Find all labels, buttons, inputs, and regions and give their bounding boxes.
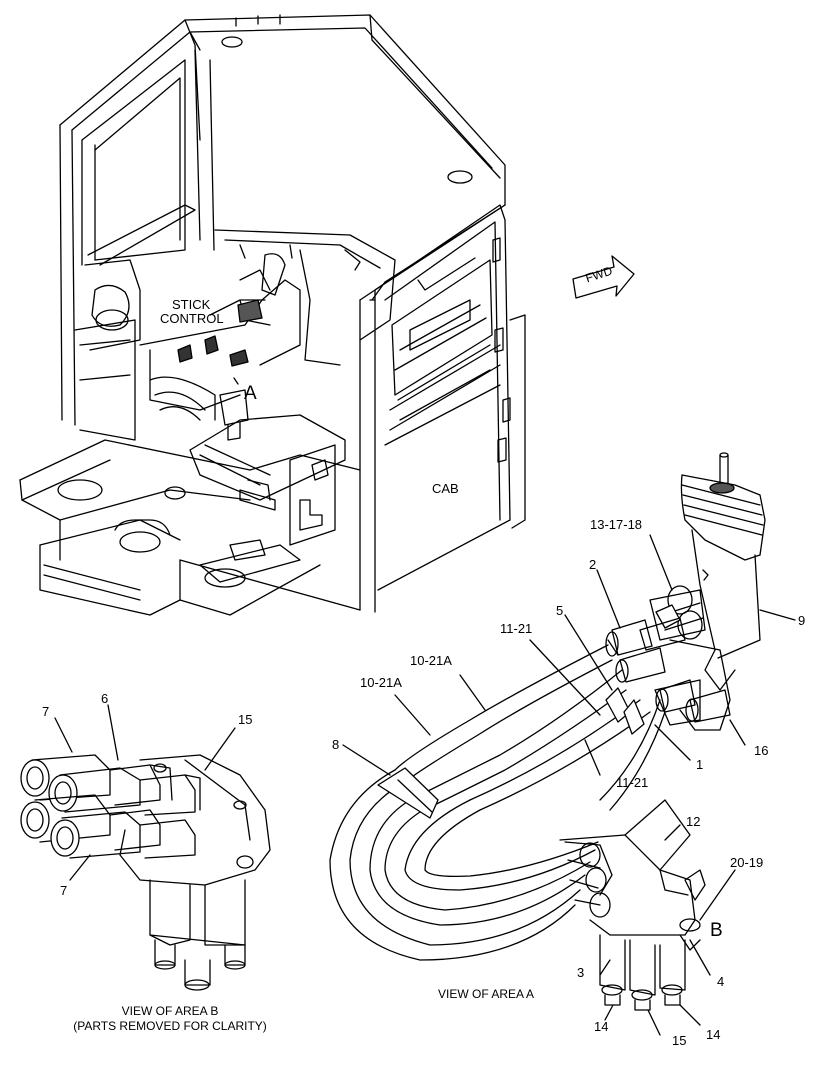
- caption-view-area-b: VIEW OF AREA B (PARTS REMOVED FOR CLARIT…: [40, 1004, 300, 1034]
- callout-7-top: 7: [42, 704, 50, 719]
- callout-5: 5: [556, 603, 564, 618]
- callout-9: 9: [798, 613, 806, 628]
- callout-14-right: 14: [706, 1027, 721, 1042]
- callout-14-left: 14: [594, 1019, 609, 1034]
- area-b-illustration: [20, 704, 271, 991]
- label-area-b: B: [710, 920, 723, 941]
- caption-view-area-b-line1: VIEW OF AREA B: [121, 1004, 219, 1018]
- callout-12: 12: [686, 814, 701, 829]
- callout-15-left: 15: [238, 712, 253, 727]
- label-control: CONTROL: [160, 311, 224, 326]
- fwd-arrow-icon: [572, 255, 635, 299]
- callout-11-21-top: 11-21: [500, 621, 533, 636]
- callout-10-21a-lower: 10-21A: [360, 675, 402, 690]
- callout-4: 4: [717, 974, 725, 989]
- callout-16: 16: [754, 743, 769, 758]
- callout-8: 8: [332, 737, 340, 752]
- caption-view-area-b-line2: (PARTS REMOVED FOR CLARITY): [73, 1019, 267, 1033]
- label-cab: CAB: [432, 481, 459, 496]
- callout-13-17-18: 13-17-18: [590, 517, 643, 532]
- callout-6: 6: [101, 691, 109, 706]
- callout-1: 1: [696, 757, 704, 772]
- callout-3: 3: [577, 965, 585, 980]
- callout-10-21a-upper: 10-21A: [410, 653, 452, 668]
- callout-20-19: 20-19: [730, 855, 764, 870]
- cab-illustration: [19, 14, 635, 616]
- area-a-illustration: [329, 452, 796, 1036]
- callout-15-right: 15: [672, 1033, 687, 1048]
- callout-11-21-bottom: 11-21: [616, 775, 649, 790]
- label-stick: STICK: [172, 297, 211, 312]
- callout-2: 2: [589, 557, 597, 572]
- callout-7-bottom: 7: [60, 883, 68, 898]
- label-area-a: A: [244, 383, 257, 404]
- caption-view-area-a: VIEW OF AREA A: [438, 987, 535, 1001]
